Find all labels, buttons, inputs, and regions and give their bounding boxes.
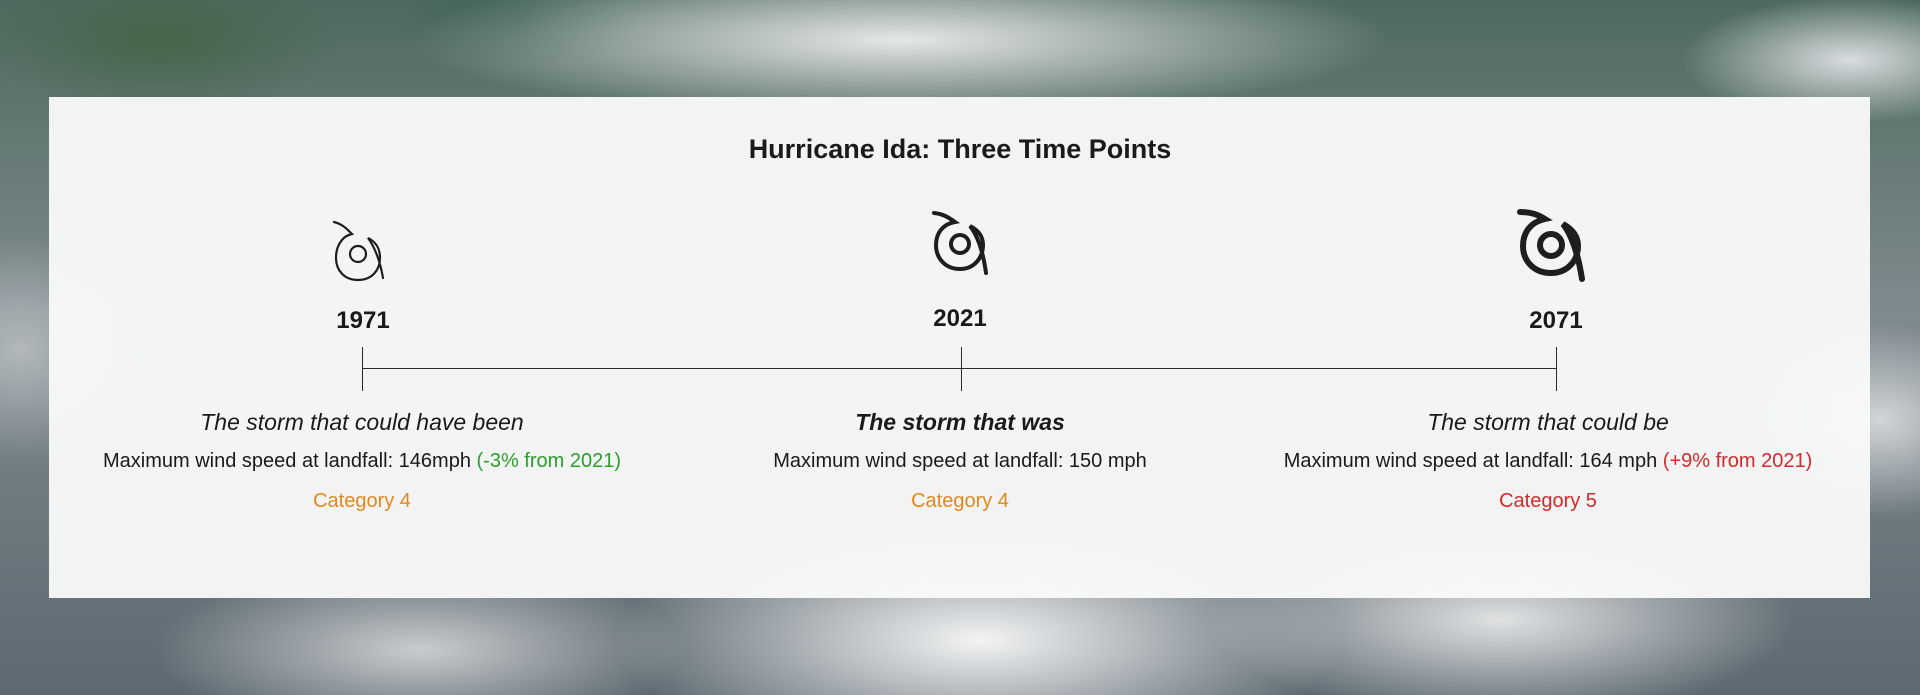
wind-speed: Maximum wind speed at landfall: 146mph (… — [52, 449, 672, 473]
timeline-axis — [362, 368, 1557, 369]
wind-change-decrease: (-3% from 2021) — [476, 450, 622, 472]
category-label: Category 5 — [1499, 490, 1597, 512]
timeline-tick — [362, 347, 363, 391]
hurricane-icon — [1514, 209, 1588, 283]
hurricane-icon — [928, 211, 992, 279]
wind-speed: Maximum wind speed at landfall: 164 mph … — [1238, 449, 1858, 473]
wind-speed-text: Maximum wind speed at landfall: 164 mph — [1283, 450, 1658, 472]
wind-speed-text: Maximum wind speed at landfall: 150 mph — [773, 450, 1147, 472]
tagline: The storm that could be — [1427, 409, 1669, 435]
timepoint-1971: The storm that could have been Maximum w… — [52, 405, 672, 513]
wind-speed-text: Maximum wind speed at landfall: 146mph — [102, 450, 471, 472]
category-label: Category 4 — [313, 490, 411, 512]
timeline-tick — [961, 347, 962, 391]
tagline: The storm that was — [855, 409, 1065, 435]
diagram-title: Hurricane Ida: Three Time Points — [748, 134, 1172, 164]
wind-speed: Maximum wind speed at landfall: 150 mph — [650, 449, 1270, 473]
year-label: 1971 — [336, 307, 390, 334]
category-label: Category 4 — [911, 490, 1009, 512]
timepoint-2071: The storm that could be Maximum wind spe… — [1238, 405, 1858, 513]
hurricane-icon — [328, 220, 388, 284]
tagline: The storm that could have been — [200, 409, 524, 435]
wind-change-increase: (+9% from 2021) — [1662, 450, 1813, 472]
year-label: 2071 — [1529, 307, 1583, 334]
timeline-tick — [1556, 347, 1557, 391]
timeline-panel — [49, 97, 1870, 598]
year-label: 2021 — [933, 305, 987, 332]
timepoint-2021: The storm that was Maximum wind speed at… — [650, 405, 1270, 513]
